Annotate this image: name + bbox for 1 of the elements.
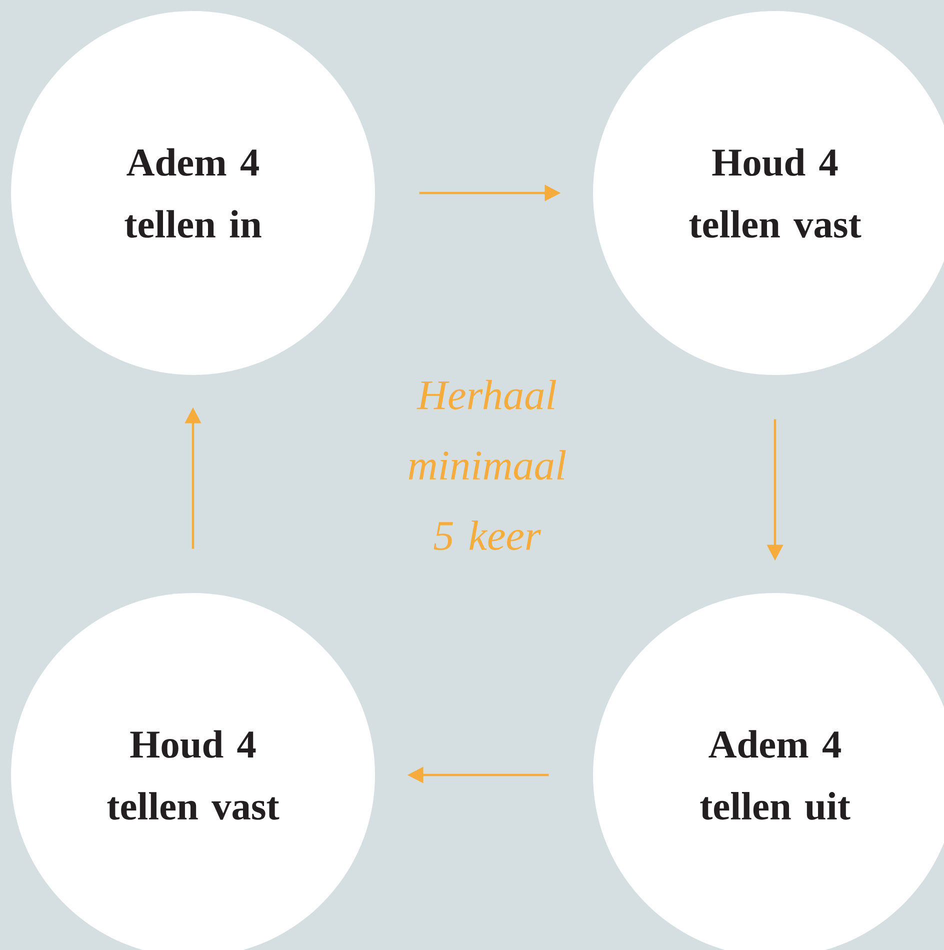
handwritten-note: Herhaal minimaal 5 keer — [408, 380, 566, 550]
